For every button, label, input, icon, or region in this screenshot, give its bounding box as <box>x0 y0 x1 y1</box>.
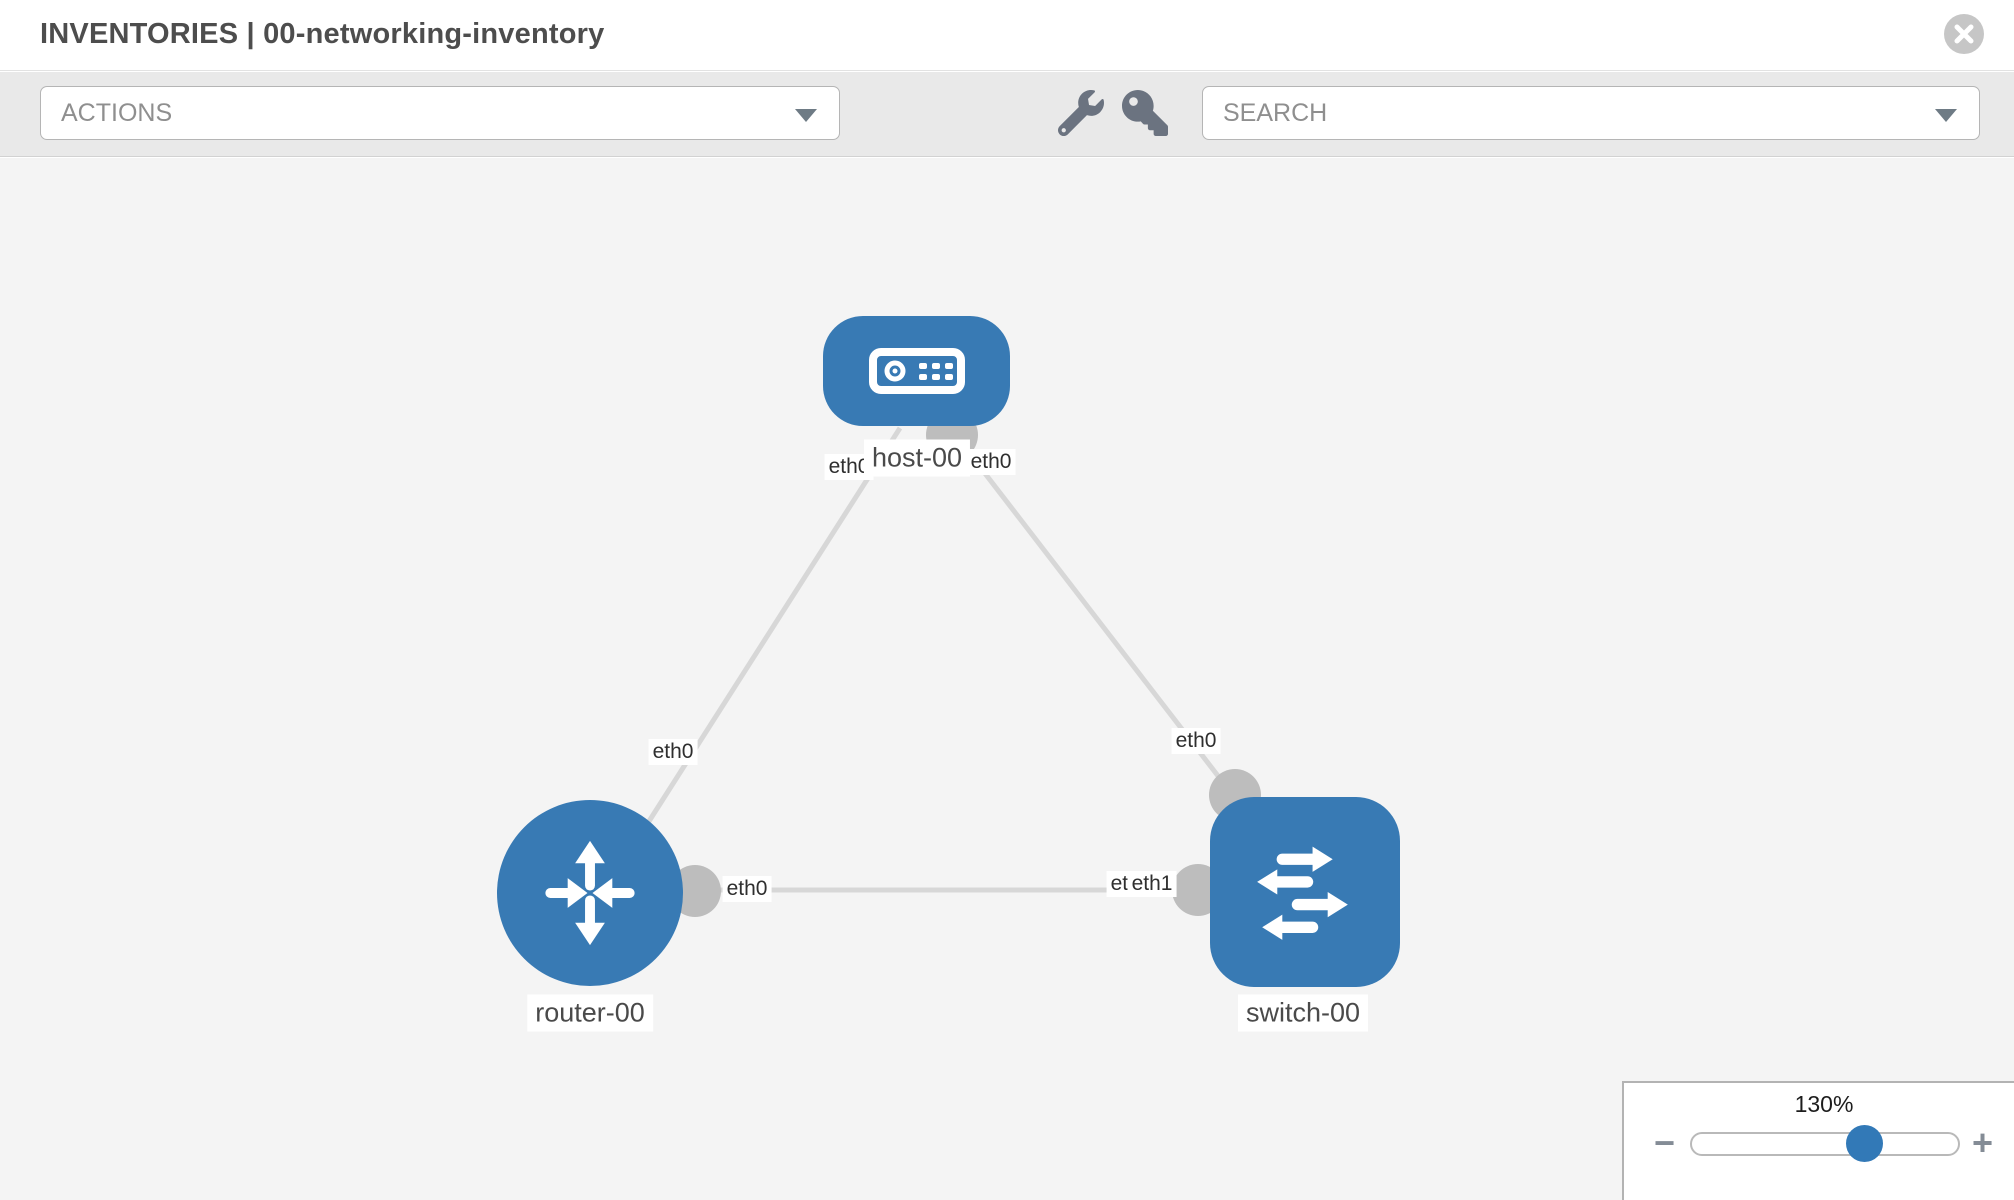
wrench-icon[interactable] <box>1057 90 1104 137</box>
node-host-00[interactable] <box>823 316 1010 426</box>
node-label-host: host-00 <box>863 439 971 477</box>
router-icon <box>545 840 635 946</box>
chevron-down-icon <box>795 109 817 122</box>
search-dropdown[interactable]: SEARCH <box>1202 86 1980 140</box>
header-bar: INVENTORIES | 00-networking-inventory <box>0 0 2014 71</box>
interface-label: eth0 <box>722 876 772 902</box>
interface-label: eth0 <box>648 739 698 765</box>
zoom-out-button[interactable]: − <box>1654 1122 1676 1163</box>
zoom-control-panel: 130% − + <box>1622 1081 2014 1200</box>
interface-label: eth1 <box>1127 871 1177 897</box>
node-router-00[interactable] <box>497 800 683 986</box>
node-label-switch: switch-00 <box>1237 994 1369 1032</box>
zoom-in-button[interactable]: + <box>1972 1122 1994 1163</box>
interface-label: eth0 <box>1171 728 1221 754</box>
interface-label: eth0 <box>966 449 1016 475</box>
topology-canvas[interactable]: host-00 router-00 switch-00 eth0 eth0 et… <box>0 158 2014 1200</box>
zoom-level-value: 130% <box>1794 1091 1854 1117</box>
actions-dropdown-label: ACTIONS <box>61 98 173 127</box>
key-icon[interactable] <box>1122 90 1168 136</box>
switch-icon <box>1257 846 1348 940</box>
page-title: INVENTORIES | 00-networking-inventory <box>40 18 605 50</box>
topology-edges <box>597 409 1300 917</box>
toolbar: ACTIONS SEARCH <box>0 72 2014 157</box>
search-dropdown-label: SEARCH <box>1223 98 1328 127</box>
close-icon[interactable] <box>1944 14 1984 54</box>
zoom-slider[interactable] <box>1690 1132 1960 1156</box>
host-device-icon <box>868 348 965 394</box>
node-label-router: router-00 <box>527 994 653 1032</box>
chevron-down-icon <box>1935 109 1957 122</box>
actions-dropdown[interactable]: ACTIONS <box>40 86 840 140</box>
zoom-slider-handle[interactable] <box>1846 1125 1883 1162</box>
link-host-router <box>597 426 903 900</box>
node-switch-00[interactable] <box>1210 797 1400 987</box>
